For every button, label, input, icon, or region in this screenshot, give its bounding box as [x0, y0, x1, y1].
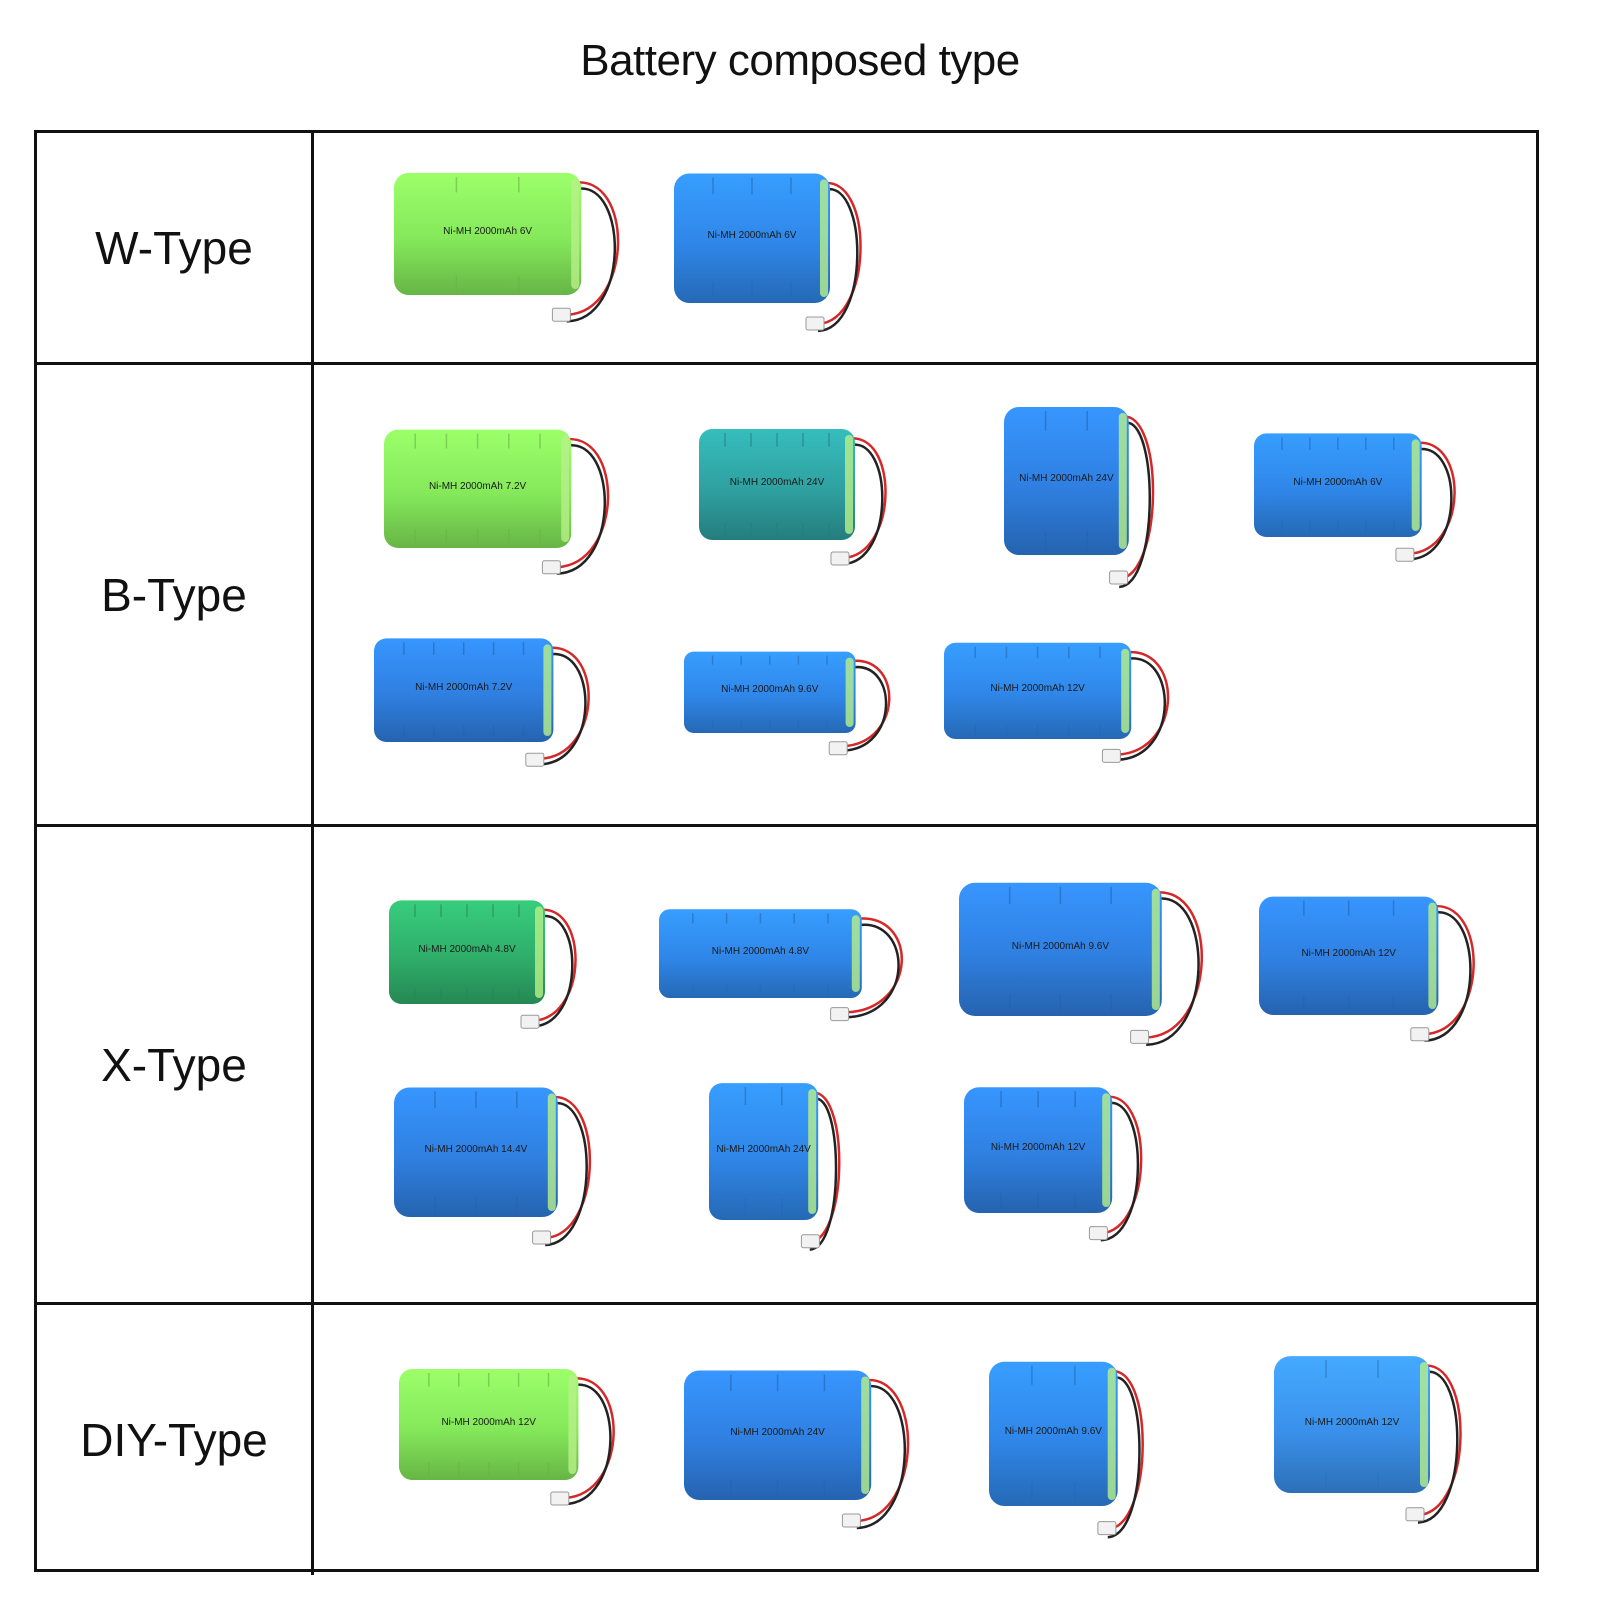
battery-image: Ni-MH 2000mAh 24V	[684, 1360, 924, 1535]
products-cell-x-type: Ni-MH 2000mAh 4.8V Ni-MH 2000mAh 4.8V Ni…	[314, 827, 1536, 1302]
battery-label: Ni-MH 2000mAh 7.2V	[415, 682, 513, 694]
battery-label: Ni-MH 2000mAh 12V	[990, 1142, 1086, 1154]
battery-label: Ni-MH 2000mAh 12V	[1301, 947, 1396, 959]
row-label-cell: DIY-Type	[37, 1305, 314, 1575]
battery-label: Ni-MH 2000mAh 4.8V	[711, 945, 810, 957]
battery-image: Ni-MH 2000mAh 12V	[1274, 1345, 1474, 1530]
row-label-diy-type: DIY-Type	[80, 1414, 268, 1466]
battery-label: Ni-MH 2000mAh 24V	[729, 476, 825, 488]
battery-image: Ni-MH 2000mAh 24V	[1004, 395, 1164, 595]
battery-image: Ni-MH 2000mAh 9.6V	[959, 872, 1219, 1052]
battery-label: Ni-MH 2000mAh 12V	[990, 682, 1085, 694]
battery-image: Ni-MH 2000mAh 12V	[399, 1360, 629, 1510]
battery-image: Ni-MH 2000mAh 4.8V	[659, 902, 919, 1022]
battery-label: Ni-MH 2000mAh 6V	[707, 230, 797, 242]
battery-image: Ni-MH 2000mAh 9.6V	[989, 1350, 1154, 1545]
products-cell-b-type: Ni-MH 2000mAh 7.2V Ni-MH 2000mAh 24V Ni-…	[314, 365, 1536, 824]
row-label-cell: X-Type	[37, 827, 314, 1302]
battery-image: Ni-MH 2000mAh 12V	[964, 1077, 1154, 1247]
battery-label: Ni-MH 2000mAh 7.2V	[428, 480, 527, 492]
battery-image: Ni-MH 2000mAh 7.2V	[384, 420, 624, 580]
products-cell-w-type: Ni-MH 2000mAh 6V Ni-MH 2000mAh 6V	[314, 133, 1536, 362]
battery-label: Ni-MH 2000mAh 9.6V	[1011, 941, 1110, 953]
table-row-x-type: X-Type Ni-MH 2000mAh 4.8V Ni-MH 2000mAh …	[37, 824, 1536, 1302]
battery-image: Ni-MH 2000mAh 6V	[394, 163, 634, 328]
row-label-x-type: X-Type	[101, 1038, 247, 1091]
row-label-cell: W-Type	[37, 133, 314, 362]
battery-label: Ni-MH 2000mAh 14.4V	[424, 1144, 528, 1156]
battery-label: Ni-MH 2000mAh 24V	[1019, 473, 1114, 484]
battery-image: Ni-MH 2000mAh 24V	[699, 420, 899, 570]
battery-image: Ni-MH 2000mAh 6V	[1254, 425, 1469, 565]
battery-label: Ni-MH 2000mAh 24V	[730, 1427, 825, 1439]
battery-image: Ni-MH 2000mAh 14.4V	[394, 1077, 604, 1252]
table-row-w-type: W-Type Ni-MH 2000mAh 6V Ni-MH 2000mAh 6V	[37, 133, 1536, 362]
battery-image: Ni-MH 2000mAh 12V	[944, 635, 1184, 765]
battery-image: Ni-MH 2000mAh 9.6V	[684, 645, 904, 756]
row-label-w-type: W-Type	[95, 221, 253, 274]
battery-label: Ni-MH 2000mAh 6V	[443, 225, 533, 237]
page-title: Battery composed type	[580, 36, 1020, 85]
battery-label: Ni-MH 2000mAh 9.6V	[721, 684, 819, 696]
products-cell-diy-type: Ni-MH 2000mAh 12V Ni-MH 2000mAh 24V Ni-M…	[314, 1305, 1536, 1575]
row-label-cell: B-Type	[37, 365, 314, 824]
battery-label: Ni-MH 2000mAh 12V	[441, 1416, 536, 1428]
battery-label: Ni-MH 2000mAh 4.8V	[418, 944, 516, 956]
table-row-diy-type: DIY-Type Ni-MH 2000mAh 12V Ni-MH 2000mAh…	[37, 1302, 1536, 1575]
battery-label: Ni-MH 2000mAh 6V	[1293, 477, 1383, 489]
battery-image: Ni-MH 2000mAh 24V	[709, 1072, 849, 1257]
battery-label: Ni-MH 2000mAh 24V	[716, 1143, 811, 1155]
battery-image: Ni-MH 2000mAh 12V	[1259, 887, 1489, 1047]
table-row-b-type: B-Type Ni-MH 2000mAh 7.2V Ni-MH 2000mAh …	[37, 362, 1536, 824]
battery-type-table: W-Type Ni-MH 2000mAh 6V Ni-MH 2000mAh 6V…	[34, 130, 1539, 1575]
battery-label: Ni-MH 2000mAh 9.6V	[1004, 1425, 1102, 1437]
row-label-b-type: B-Type	[101, 568, 247, 621]
battery-label: Ni-MH 2000mAh 12V	[1304, 1416, 1400, 1428]
battery-image: Ni-MH 2000mAh 4.8V	[389, 892, 589, 1032]
battery-image: Ni-MH 2000mAh 7.2V	[374, 630, 604, 770]
battery-image: Ni-MH 2000mAh 6V	[674, 163, 874, 338]
